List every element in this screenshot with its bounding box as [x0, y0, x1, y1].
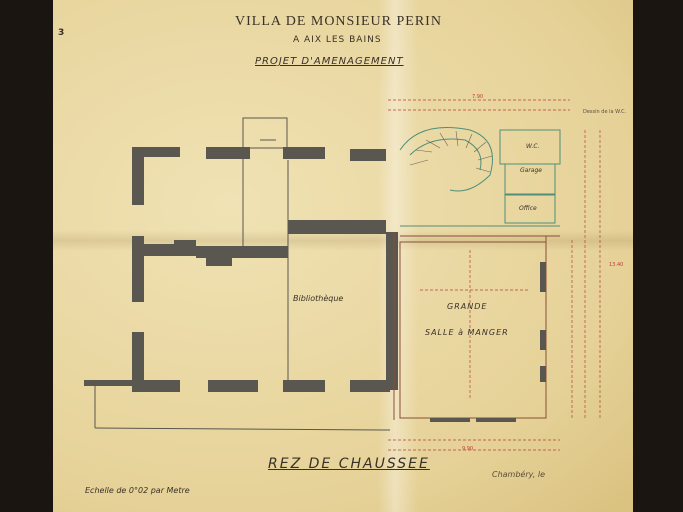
blueprint-sheet: [53, 0, 633, 512]
floor-title: REZ DE CHAUSSEE: [268, 456, 430, 472]
dimension-top: 7.90: [472, 94, 484, 100]
room-label-salle-a-manger: SALLE à MANGER: [425, 328, 509, 337]
page-number: 3: [58, 28, 65, 38]
room-label-office: Office: [519, 205, 537, 212]
room-label-bibliotheque: Bibliothèque: [293, 294, 344, 303]
existing-walls: [84, 147, 398, 392]
drawing-title: VILLA DE MONSIEUR PERIN: [235, 14, 442, 29]
drawing-subtitle: A AIX LES BAINS: [293, 35, 382, 45]
room-label-grande: GRANDE: [447, 302, 488, 311]
room-label-garage: Garage: [520, 167, 542, 174]
room-label-wc: W.C.: [526, 143, 540, 150]
dimension-bottom: 9.90: [462, 446, 474, 452]
project-label: PROJET D'AMENAGEMENT: [255, 56, 404, 67]
wc-callout: Dessin de la W.C.: [583, 109, 627, 115]
scale-note: Echelle de 0°02 par Metre: [85, 486, 190, 495]
signature-note: Chambéry, le: [492, 470, 545, 479]
dimension-right: 13.40: [609, 262, 624, 268]
